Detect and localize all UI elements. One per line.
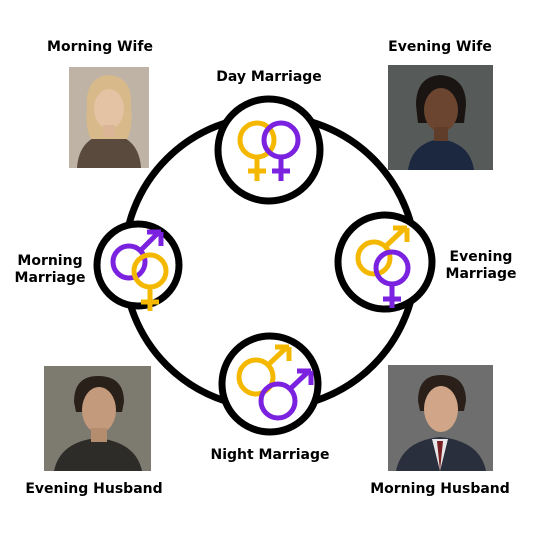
male-symbol-icon: [355, 225, 410, 277]
evening-wife-label: Evening Wife: [388, 39, 492, 55]
morning-husband-label: Morning Husband: [370, 481, 510, 497]
evening-marriage-label: Evening Marriage: [436, 249, 526, 283]
female-symbol-icon: [237, 120, 277, 181]
morning-wife-photo: [69, 67, 149, 168]
evening-marriage-node: [334, 211, 436, 313]
evening-wife-photo: [388, 65, 493, 170]
morning-wife-label: Morning Wife: [47, 39, 153, 55]
evening-husband-label: Evening Husband: [25, 481, 163, 497]
day-marriage-label: Day Marriage: [216, 69, 322, 85]
male-symbol-icon: [258, 368, 314, 421]
male-symbol-icon: [110, 229, 164, 281]
night-marriage-label: Night Marriage: [210, 447, 330, 463]
male-symbol-icon: [236, 344, 292, 397]
female-symbol-icon: [131, 252, 169, 311]
evening-marriage-label-line2: Marriage: [445, 266, 517, 282]
evening-husband-photo: [44, 366, 151, 471]
evening-marriage-label-line1: Evening: [449, 249, 513, 265]
morning-marriage-label: Morning Marriage: [10, 253, 90, 287]
morning-marriage-label-line2: Marriage: [14, 270, 86, 286]
night-marriage-node: [218, 332, 322, 436]
day-marriage-node: [214, 95, 324, 205]
morning-marriage-node: [93, 220, 183, 311]
morning-marriage-label-line1: Morning: [17, 253, 83, 269]
female-symbol-icon: [373, 249, 411, 308]
morning-husband-photo: [388, 365, 493, 471]
female-symbol-icon: [261, 120, 301, 181]
